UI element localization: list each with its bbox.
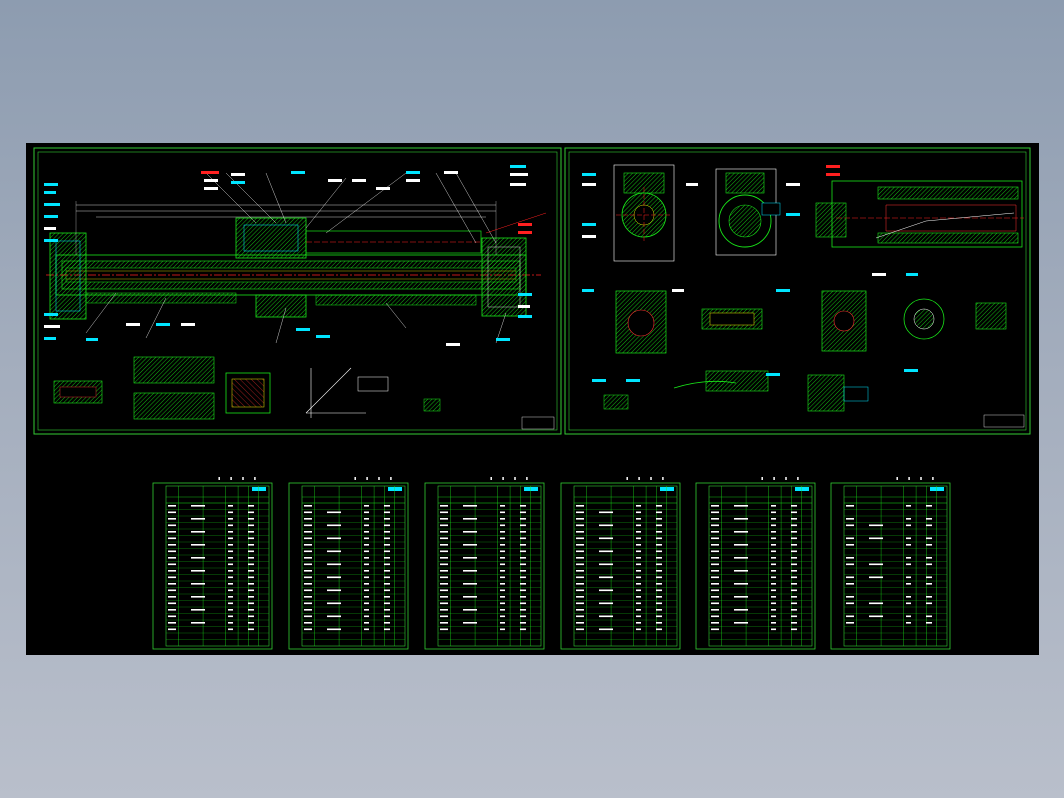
sheet-side-callouts [582,165,918,382]
gearbox-side-view [715,168,781,256]
shaft-assembly-view [46,172,547,344]
parts-list-table [695,477,816,650]
parts-list-table [560,477,681,650]
sheet-main-assembly [33,147,562,435]
drawing-svg [33,147,1031,650]
cylinder-section-view [815,180,1024,248]
parts-list-table [152,477,273,650]
cad-drawing-canvas[interactable] [26,143,1039,655]
part-detail-row-middle [615,290,1007,354]
sheet-main-outer-frame [33,147,562,435]
sheet-main-callouts [44,165,532,346]
sheet-main-inner-frame [37,151,558,431]
sheet-side-outer-frame [564,147,1031,435]
gearbox-front-view [613,164,675,262]
part-detail-row-bottom [603,370,1025,428]
sheet-part-details [564,147,1031,435]
parts-list-table [830,477,951,650]
sheet-side-inner-frame [568,151,1027,431]
parts-list-table [288,477,409,650]
sheet-main-detail-views [53,356,555,430]
parts-list-tables [152,477,951,650]
parts-list-table [424,477,545,650]
